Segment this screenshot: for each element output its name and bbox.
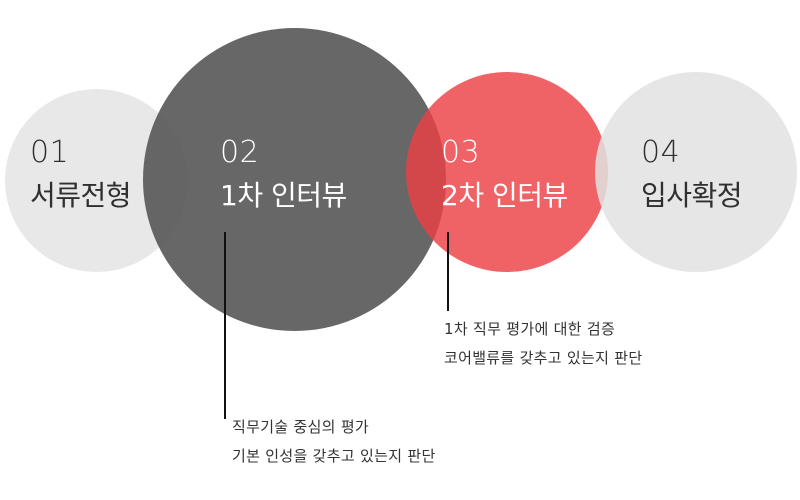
step-2-description-line: 기본 인성을 갖추고 있는지 판단: [232, 447, 436, 465]
step-3-label: 2차 인터뷰: [441, 179, 568, 212]
step-2-description: 직무기술 중심의 평가 기본 인성을 갖추고 있는지 판단: [232, 413, 436, 471]
step-2: 02 1차 인터뷰: [220, 138, 347, 210]
step-2-connector-line: [224, 232, 226, 419]
step-3-number: 03: [441, 135, 481, 170]
step-4-label: 입사확정: [641, 179, 743, 212]
step-3-circle: [406, 72, 608, 272]
step-4-number: 04: [641, 135, 681, 170]
step-2-label: 1차 인터뷰: [220, 179, 347, 212]
step-3: 03 2차 인터뷰: [441, 138, 568, 210]
step-1: 01 서류전형: [30, 135, 132, 212]
step-3-description-line: 1차 직무 평가에 대한 검증: [444, 320, 616, 338]
step-1-label: 서류전형: [30, 179, 132, 212]
step-2-description-line: 직무기술 중심의 평가: [232, 418, 370, 436]
step-4-circle: [595, 72, 797, 272]
step-2-number: 02: [220, 135, 260, 170]
step-1-number: 01: [30, 135, 70, 170]
step-3-description-line: 코어밸류를 갖추고 있는지 판단: [444, 349, 643, 367]
step-4: 04 입사확정: [641, 135, 743, 212]
step-2-circle: [143, 28, 446, 331]
step-3-connector-line: [447, 232, 449, 311]
step-3-description: 1차 직무 평가에 대한 검증 코어밸류를 갖추고 있는지 판단: [444, 315, 643, 373]
